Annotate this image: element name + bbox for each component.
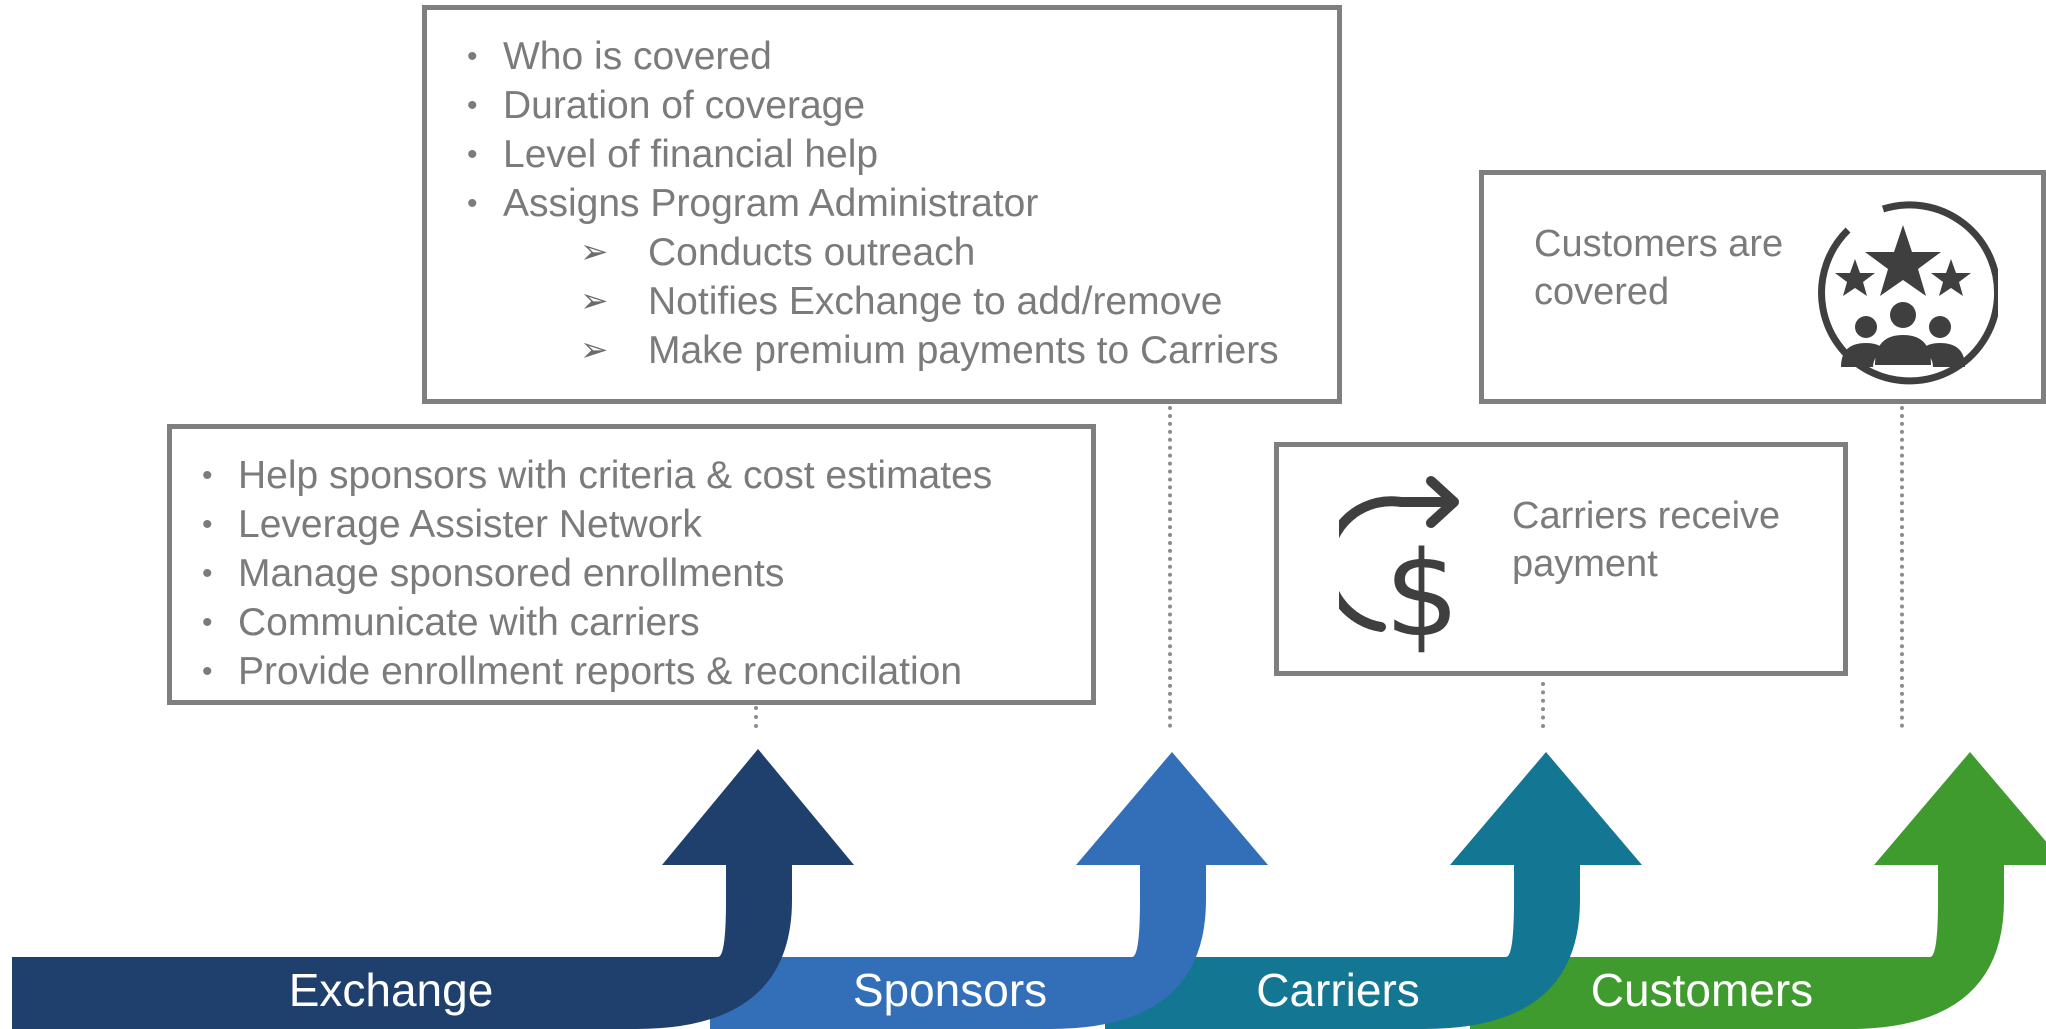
sponsor-bullet-item: Make premium payments to Carriers	[467, 326, 1337, 375]
exchange-bullet-item: Help sponsors with criteria & cost estim…	[202, 451, 1091, 500]
sponsors-arrow	[710, 752, 1268, 1029]
sponsor-bullet-item: Level of financial help	[467, 130, 1337, 179]
carriers-caption: Carriers receive payment	[1512, 495, 1781, 585]
connector-sponsors	[1168, 406, 1172, 728]
sponsor-bullet-item: Assigns Program Administrator	[467, 179, 1337, 228]
exchange-arrow	[12, 749, 854, 1029]
sponsor-bullet-item: Notifies Exchange to add/remove	[467, 277, 1337, 326]
star-group-icon	[1818, 201, 1998, 385]
exchange-responsibilities-box: Help sponsors with criteria & cost estim…	[167, 424, 1096, 705]
exchange-bullet-item: Provide enrollment reports & reconcilati…	[202, 647, 1091, 696]
customers-caption: Customers are covered	[1534, 223, 1784, 313]
carriers-arrow	[1105, 752, 1642, 1029]
sponsor-bullet-item: Who is covered	[467, 32, 1337, 81]
stage-label-carriers: Carriers	[1256, 964, 1420, 1016]
dollar-cycle-icon: $	[1339, 476, 1460, 657]
connector-exchange	[754, 706, 758, 728]
exchange-bullet-item: Manage sponsored enrollments	[202, 549, 1091, 598]
sponsor-responsibilities-list: Who is coveredDuration of coverageLevel …	[467, 32, 1337, 375]
sponsor-responsibilities-box: Who is coveredDuration of coverageLevel …	[422, 5, 1342, 404]
stage-label-customers: Customers	[1591, 964, 1813, 1016]
exchange-bullet-item: Communicate with carriers	[202, 598, 1091, 647]
stage-label-sponsors: Sponsors	[853, 964, 1047, 1016]
carriers-payment-box: $ Carriers receive payment	[1274, 442, 1848, 676]
connector-carriers	[1541, 682, 1545, 728]
customers-arrow	[1470, 752, 2046, 1029]
svg-text:$: $	[1384, 525, 1459, 657]
connector-customers	[1900, 406, 1904, 728]
sponsor-bullet-item: Conducts outreach	[467, 228, 1337, 277]
exchange-bullet-item: Leverage Assister Network	[202, 500, 1091, 549]
exchange-responsibilities-list: Help sponsors with criteria & cost estim…	[202, 451, 1091, 696]
stage-label-exchange: Exchange	[289, 964, 494, 1016]
customers-covered-box: Customers are covered	[1479, 170, 2046, 404]
sponsor-bullet-item: Duration of coverage	[467, 81, 1337, 130]
